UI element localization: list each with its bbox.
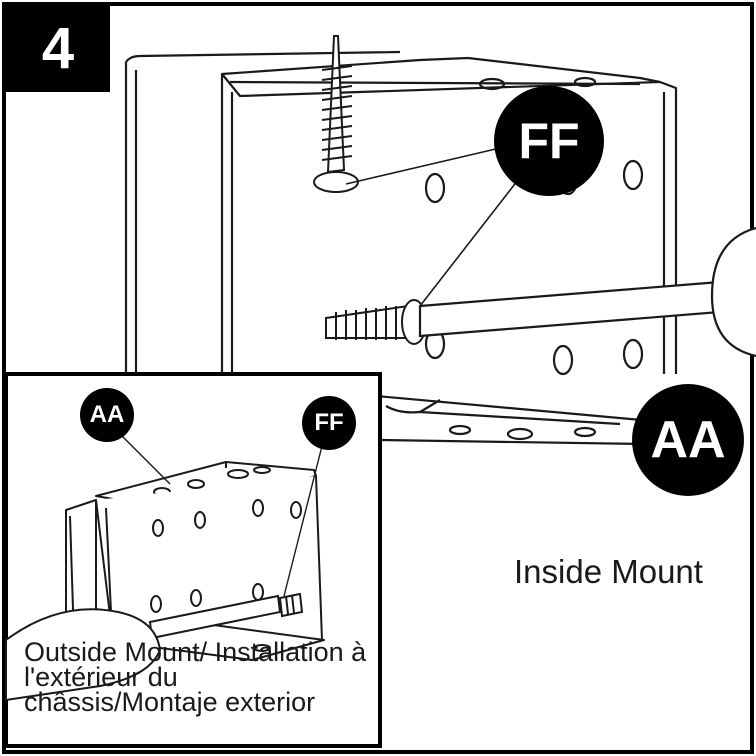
screw-horizontal bbox=[325, 299, 427, 345]
inset-screwdriver bbox=[5, 592, 304, 702]
main-bracket bbox=[124, 50, 678, 446]
callout-aa-main: AA bbox=[632, 384, 744, 496]
callout-ff-inset: FF bbox=[302, 396, 356, 450]
callout-aa-inset: AA bbox=[80, 388, 134, 442]
screw-top bbox=[313, 35, 359, 193]
leader-lines-inset bbox=[113, 427, 323, 597]
leader-lines-main bbox=[345, 147, 519, 307]
step-number: 4 bbox=[41, 16, 75, 81]
screwdriver bbox=[418, 226, 756, 358]
callout-ff-main: FF bbox=[494, 86, 604, 196]
outside-mount-label: Outside Mount/ Installation à l'extérieu… bbox=[24, 637, 367, 717]
inside-mount-label: Inside Mount bbox=[514, 553, 703, 590]
step-number-badge: 4 bbox=[6, 6, 110, 92]
